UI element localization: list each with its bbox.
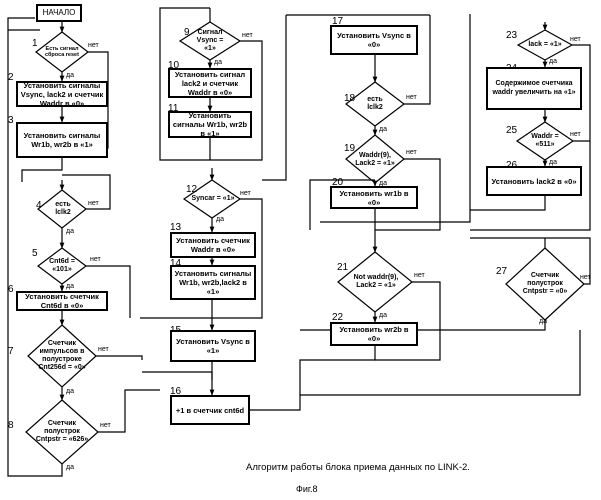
start-terminal: НАЧАЛО	[36, 4, 82, 22]
block-8-yes-label: да	[66, 464, 74, 471]
block-17-process: Установить Vsync в «0»	[330, 25, 418, 55]
block-23-number: 23	[506, 30, 517, 41]
block-1-no-label: нет	[88, 42, 99, 49]
block-19-text: Waddr(9), Lack2 = «1»	[354, 148, 396, 172]
block-14-process: Установить сигналы Wr1b, wr2b,lack2 в «1…	[170, 265, 256, 300]
block-10-process: Установить сигнал lack2 и счетчик Waddr …	[168, 68, 252, 98]
block-19-no-label: нет	[406, 149, 417, 156]
block-7-yes-label: да	[66, 388, 74, 395]
block-15-process: Установить Vsync в «1»	[170, 330, 256, 362]
block-21-yes-label: да	[379, 312, 387, 319]
block-18-yes-label: да	[379, 126, 387, 133]
block-6-process: Установить счетчик Cnt6d в «0»	[16, 291, 108, 311]
block-4-number: 4	[36, 200, 42, 211]
block-9-number: 9	[184, 27, 190, 38]
block-3-process: Установить сигналы Wr1b, wr2b в «1»	[16, 122, 108, 158]
figure-label: Фиг.8	[296, 484, 318, 494]
block-21-number: 21	[337, 262, 348, 273]
block-25-text: Waddr = «511»	[524, 132, 566, 150]
block-7-no-label: нет	[98, 346, 109, 353]
block-25-no-label: нет	[570, 131, 581, 138]
block-25-yes-label: да	[549, 159, 557, 166]
block-27-number: 27	[496, 266, 507, 277]
block-23-text: lack = «1»	[522, 38, 568, 52]
block-20-process: Установить wr1b в «0»	[330, 186, 418, 209]
block-12-yes-label: да	[216, 216, 224, 223]
block-22-process: Установить wr2b в «0»	[330, 322, 418, 346]
block-4-yes-label: да	[66, 228, 74, 235]
block-5-yes-label: да	[66, 283, 74, 290]
block-23-yes-label: да	[549, 58, 557, 65]
block-13-process: Установить счетчик Waddr в «0»	[170, 232, 256, 258]
block-9-yes-label: да	[214, 59, 222, 66]
block-5-text: Cnt6d = «101»	[44, 256, 80, 276]
block-1-yes-label: да	[66, 72, 74, 79]
block-8-text: Счетчик полустрок Cntpstr = «626»	[34, 410, 90, 454]
block-1-number: 1	[32, 38, 38, 49]
block-27-yes-label: да	[539, 318, 547, 325]
block-2-process: Установить сигналы Vsync, lack2 и счетчи…	[16, 81, 108, 107]
block-8-no-label: нет	[100, 422, 111, 429]
block-12-no-label: нет	[240, 190, 251, 197]
block-7-text: Счетчик импульсов в полустроке Cnt256d =…	[34, 336, 90, 376]
block-5-number: 5	[32, 248, 38, 259]
block-1-text: Есть сигнал сброса reset	[40, 44, 84, 60]
block-26-process: Установить lack2 в «0»	[486, 166, 582, 196]
block-12-text: Syncar = «1»	[190, 192, 236, 206]
block-18-no-label: нет	[406, 94, 417, 101]
block-6-number: 6	[8, 284, 14, 295]
block-23-no-label: нет	[570, 36, 581, 43]
diagram-caption: Алгоритм работы блока приема данных по L…	[246, 462, 470, 473]
block-2-number: 2	[8, 72, 14, 83]
block-11-process: Установить сигналы Wr1b, wr2b в «1»	[168, 111, 252, 138]
block-27-no-label: нет	[580, 274, 591, 281]
block-8-number: 8	[8, 420, 14, 431]
block-16-process: +1 в счетчик cnt6d	[170, 395, 250, 425]
block-7-number: 7	[8, 346, 14, 357]
block-4-text: есть lclk2	[48, 200, 78, 218]
block-9-text: Сигнал Vsync = «1»	[190, 32, 230, 50]
block-5-no-label: нет	[90, 256, 101, 263]
block-4-no-label: нет	[88, 200, 99, 207]
block-24-process: Содержимое счетчика waddr увеличить на «…	[486, 67, 582, 110]
block-25-number: 25	[506, 125, 517, 136]
block-21-text: Not waddr(9), Lack2 = «1»	[350, 270, 402, 294]
block-18-number: 18	[344, 93, 355, 104]
block-3-number: 3	[8, 115, 14, 126]
block-18-text: есть lclk2	[360, 95, 390, 113]
block-9-no-label: нет	[242, 32, 253, 39]
block-21-no-label: нет	[414, 272, 425, 279]
block-27-text: Счетчик полустрок Cntpstr = «0»	[516, 262, 574, 306]
